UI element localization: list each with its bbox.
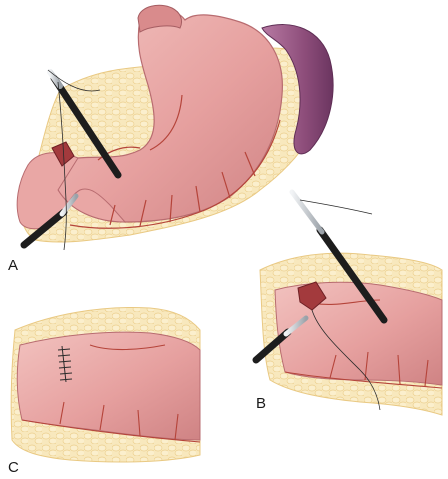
- serosal-defect-a: [51, 141, 75, 167]
- panel-c-illustration: [10, 307, 201, 463]
- panel-label-a: A: [8, 257, 19, 274]
- panel-a-illustration: [16, 4, 334, 251]
- serosal-defect-b: [297, 281, 327, 311]
- laparoscopic-grasper-lower: [20, 193, 79, 249]
- panel-b-illustration: [252, 189, 443, 416]
- suture-line-c: [57, 345, 73, 383]
- suture-a: [57, 81, 67, 251]
- laparoscopic-grasper-b-lower: [252, 315, 309, 364]
- panel-label-c: C: [8, 459, 19, 476]
- suture-b: [311, 309, 381, 411]
- laparoscopic-grasper-b-upper: [289, 189, 388, 324]
- panel-label-b: B: [256, 395, 267, 412]
- esophagus: [137, 4, 183, 33]
- gastroepiploic-vessels: [69, 94, 281, 229]
- spleen: [261, 24, 334, 155]
- vessels-c: [21, 344, 201, 443]
